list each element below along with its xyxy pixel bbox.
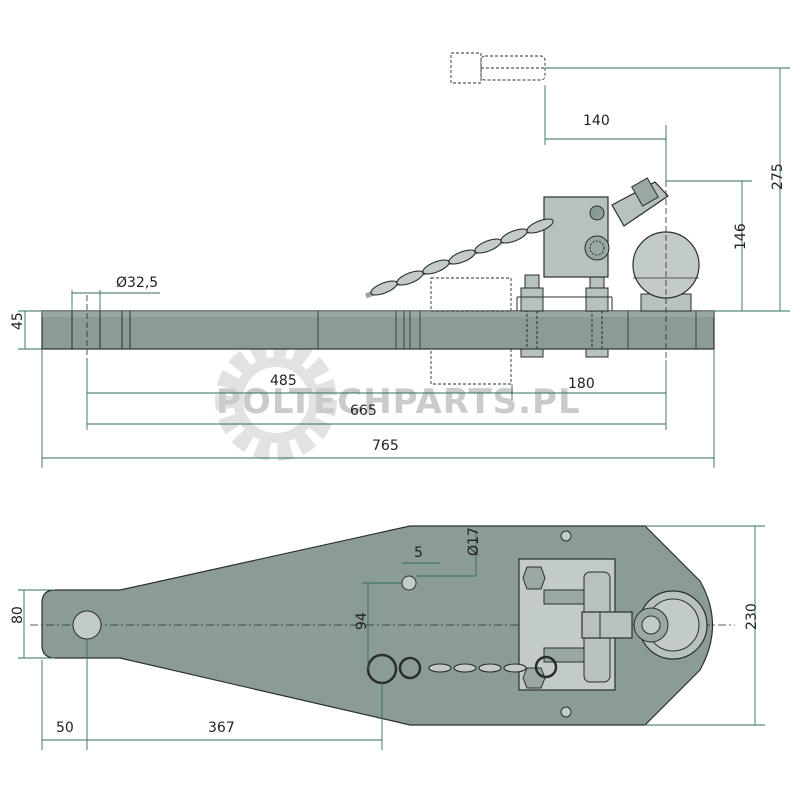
dim-275: 275 [770, 163, 786, 190]
bolt-assembly-left [520, 274, 544, 358]
tow-ball [632, 181, 700, 360]
watermark: POLTECHPARTS.PL [215, 339, 581, 461]
dim-17: Ø17 [466, 527, 482, 556]
top-view: 80 230 50 367 94 5 Ø17 [10, 525, 765, 750]
dim-180: 180 [568, 376, 595, 392]
dim-94: 94 [354, 612, 370, 630]
side-dimension-lines [18, 67, 790, 468]
dim-thickness: 45 [10, 312, 26, 330]
safety-chain-side [365, 218, 554, 299]
pin-removed-outline [450, 52, 546, 84]
chain-hole [401, 575, 417, 591]
side-view: Ø32,5 45 485 180 665 765 140 146 275 [10, 52, 790, 468]
dim-230: 230 [744, 603, 760, 630]
dim-hole-diameter: Ø32,5 [116, 275, 158, 291]
drawbar-eye-hole [72, 610, 102, 640]
bolt-assembly-right [585, 274, 609, 358]
pin-holder-block [543, 196, 610, 278]
dim-665: 665 [350, 403, 377, 419]
top-dimension-lines [18, 525, 765, 750]
dim-5: 5 [414, 545, 423, 561]
dim-80: 80 [10, 606, 26, 624]
dim-367: 367 [208, 720, 235, 736]
latch-top [581, 611, 633, 639]
dim-50: 50 [56, 720, 74, 736]
latch-arm [611, 177, 669, 227]
dim-765: 765 [372, 438, 399, 454]
dim-485: 485 [270, 373, 297, 389]
watermark-text: POLTECHPARTS.PL [216, 382, 581, 422]
tow-ball-top [633, 590, 708, 660]
dim-146: 146 [733, 223, 749, 250]
dim-140: 140 [583, 113, 610, 129]
